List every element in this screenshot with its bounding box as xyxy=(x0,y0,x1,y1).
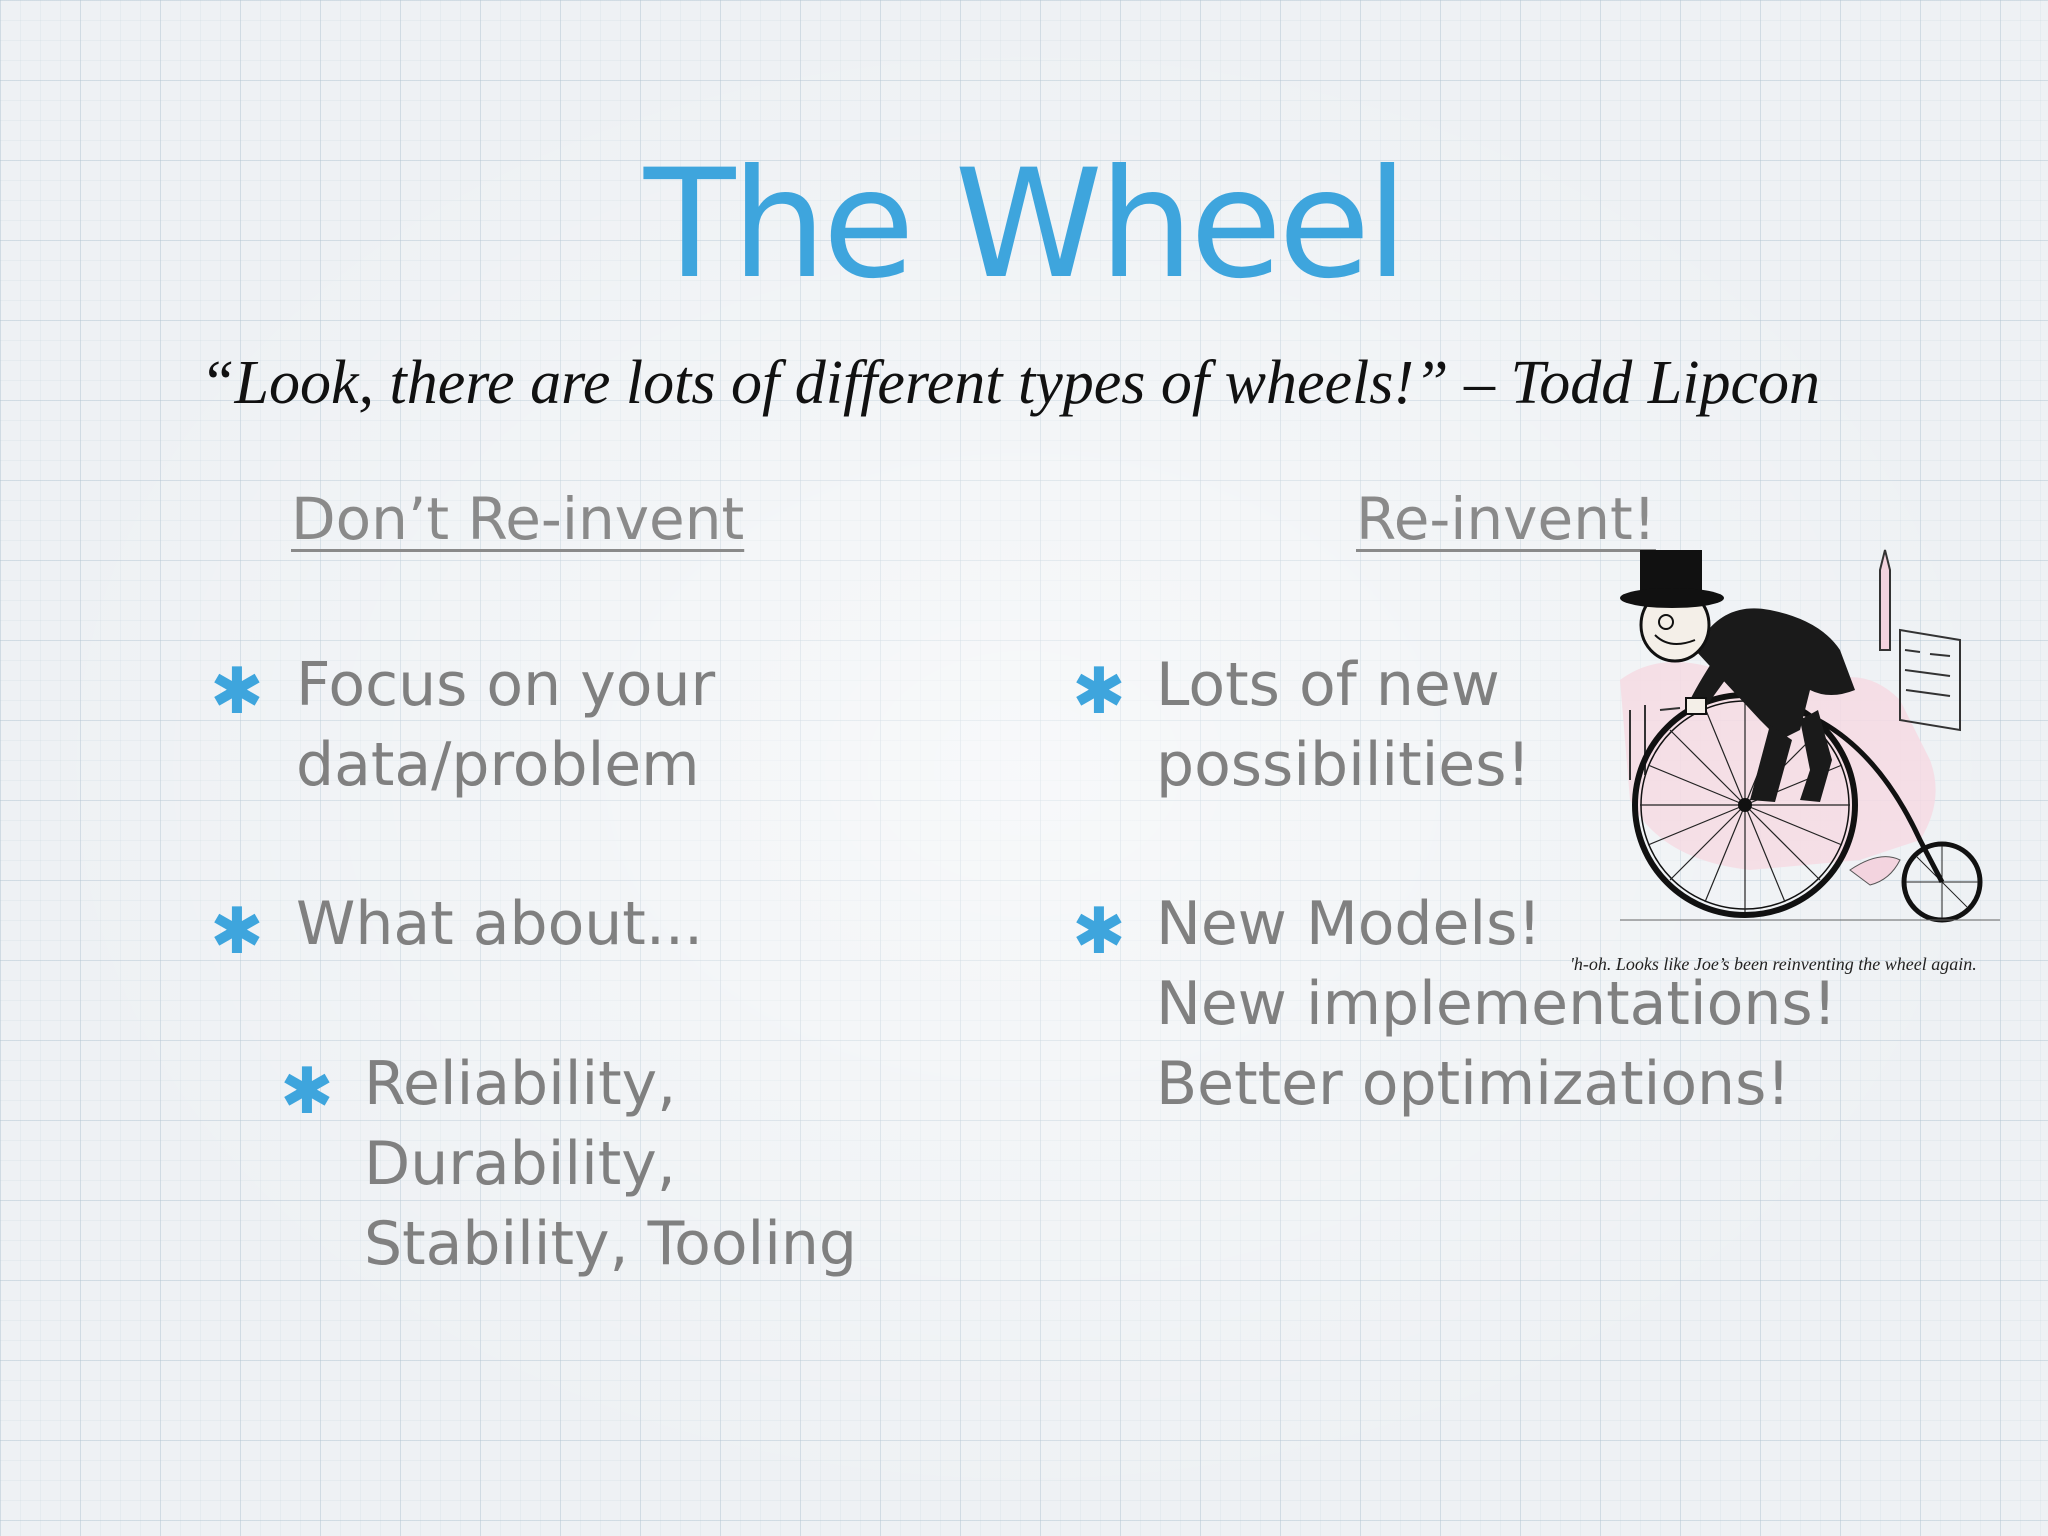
illustration-caption: 'h-oh. Looks like Joe’s been reinventing… xyxy=(1570,954,1977,974)
right-column-heading: Re-invent! xyxy=(1356,485,1656,553)
left-bullet-1: Focus on your data/problem xyxy=(296,645,715,805)
right-bullet-2-line-3: Better optimizations! xyxy=(1156,1049,1791,1119)
bullet-star-icon: ✱ xyxy=(210,895,264,969)
left-sub-bullet-1-line-2: Durability, xyxy=(364,1129,676,1199)
left-sub-bullet-1-line-3: Stability, Tooling xyxy=(364,1209,857,1279)
left-sub-bullet-1-line-1: Reliability, xyxy=(364,1049,677,1119)
bullet-star-icon: ✱ xyxy=(1072,895,1126,969)
right-bullet-1: Lots of new possibilities! xyxy=(1156,645,1531,805)
bullet-star-icon: ✱ xyxy=(210,655,264,729)
right-bullet-1-line-1: Lots of new xyxy=(1156,650,1500,720)
bullet-star-icon: ✱ xyxy=(1072,655,1126,729)
sub-bullet-star-icon: ✱ xyxy=(280,1055,334,1129)
left-bullet-1-line-1: Focus on your xyxy=(296,650,716,720)
left-bullet-1-line-2: data/problem xyxy=(296,730,700,800)
left-bullet-2: What about... xyxy=(296,884,703,964)
left-sub-bullet-1: Reliability, Durability, Stability, Tool… xyxy=(364,1044,857,1284)
right-bullet-1-line-2: possibilities! xyxy=(1156,730,1531,800)
penny-farthing-cartoon-icon xyxy=(1620,549,2000,923)
quote: “Look, there are lots of different types… xyxy=(200,349,1820,417)
right-bullet-2: New Models! New implementations! Better … xyxy=(1156,884,1837,1124)
right-bullet-2-line-2: New implementations! xyxy=(1156,969,1837,1039)
left-column-heading: Don’t Re-invent xyxy=(291,485,745,553)
right-bullet-2-line-1: New Models! xyxy=(1156,889,1542,959)
left-bullet-2-line-1: What about... xyxy=(296,889,704,959)
slide-title: The Wheel xyxy=(643,138,1408,312)
